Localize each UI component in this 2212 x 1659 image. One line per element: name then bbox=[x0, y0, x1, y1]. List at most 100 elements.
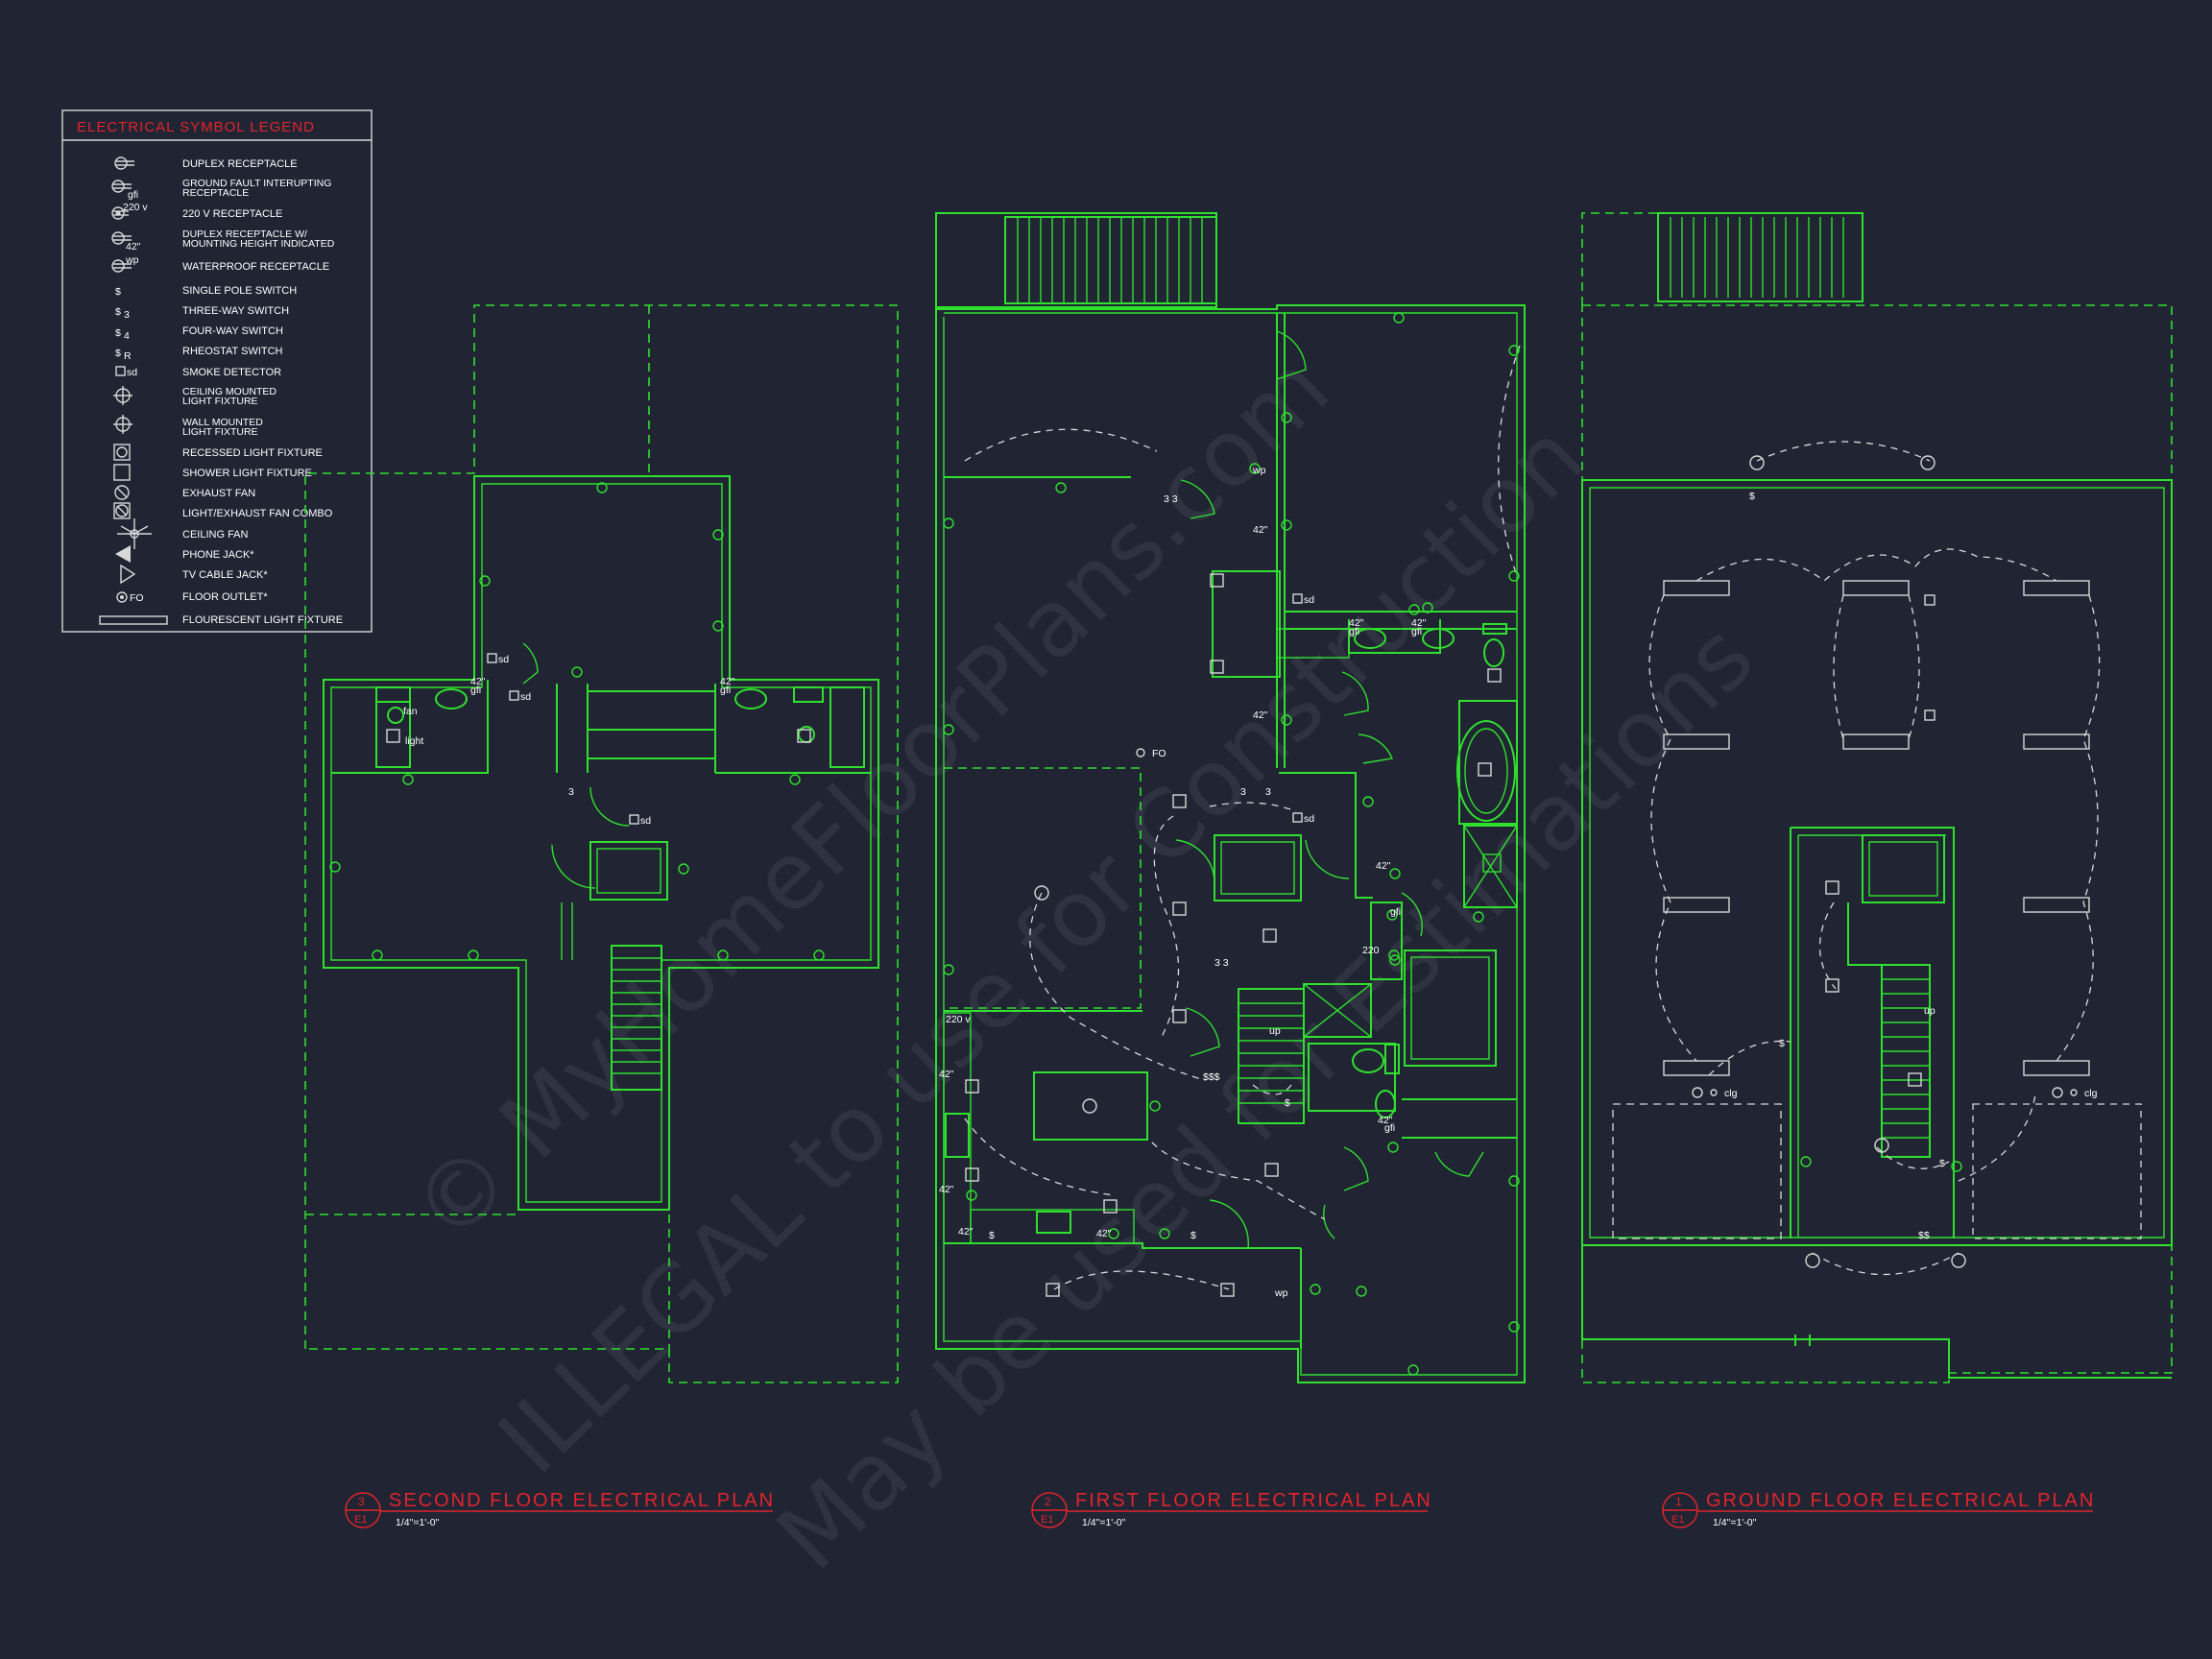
legend-label: RECESSED LIGHT FIXTURE bbox=[182, 447, 323, 459]
svg-text:42": 42" bbox=[939, 1184, 954, 1195]
svg-text:wp: wp bbox=[1274, 1287, 1288, 1299]
plan-scale: 1/4"=1'-0" bbox=[1082, 1517, 1126, 1528]
phone-jack-icon bbox=[115, 545, 131, 563]
svg-text:42": 42" bbox=[1253, 709, 1268, 721]
svg-text:1: 1 bbox=[1675, 1495, 1682, 1508]
legend-label: DUPLEX RECEPTACLE W/ bbox=[182, 228, 307, 240]
single-pole-switch-icon: $ bbox=[115, 286, 121, 298]
legend-label: FOUR-WAY SWITCH bbox=[182, 325, 283, 337]
svg-text:$: $ bbox=[1939, 1158, 1945, 1169]
svg-text:sd: sd bbox=[640, 815, 651, 827]
svg-text:sd: sd bbox=[498, 654, 509, 665]
svg-text:42": 42" bbox=[1096, 1228, 1112, 1239]
svg-text:sd: sd bbox=[1304, 594, 1314, 606]
ground-floor-plan: $ $ up $$ $ clg clg bbox=[1581, 212, 2173, 1383]
svg-text:42": 42" bbox=[958, 1226, 974, 1238]
legend-label: THREE-WAY SWITCH bbox=[182, 305, 289, 317]
fluorescent-light-icon bbox=[99, 615, 168, 625]
legend-label: SMOKE DETECTOR bbox=[182, 367, 281, 378]
exhaust-fan-icon bbox=[114, 485, 130, 500]
svg-text:$: $ bbox=[115, 306, 121, 318]
legend-label: FLOURESCENT LIGHT FIXTURE bbox=[182, 614, 343, 626]
svg-text:3 3: 3 3 bbox=[1214, 957, 1229, 969]
svg-text:E1: E1 bbox=[1041, 1514, 1053, 1526]
svg-text:42": 42" bbox=[1349, 617, 1364, 629]
wall-light-icon bbox=[113, 415, 132, 434]
svg-text:sd: sd bbox=[1304, 813, 1314, 825]
svg-text:2: 2 bbox=[1045, 1495, 1051, 1508]
receptacles bbox=[1800, 1156, 1962, 1172]
legend-label: WATERPROOF RECEPTACLE bbox=[182, 261, 329, 273]
svg-text:E1: E1 bbox=[1671, 1514, 1684, 1526]
second-floor-plan: sd sd sd fan light 42" gfi 42" gfi 3 bbox=[304, 304, 899, 1383]
mounting-height-receptacle-icon: 42" bbox=[111, 231, 141, 252]
legend-label: DUPLEX RECEPTACLE bbox=[182, 158, 298, 170]
svg-text:$: $ bbox=[1190, 1230, 1196, 1241]
svg-text:up: up bbox=[1924, 1005, 1936, 1017]
svg-text:4: 4 bbox=[124, 330, 130, 342]
ceiling-fan-icon bbox=[117, 518, 152, 549]
watermark: © MyHomeFloorPlans.com ILLEGAL to use fo… bbox=[392, 334, 1773, 1591]
svg-text:3: 3 bbox=[1265, 786, 1271, 798]
svg-text:42": 42" bbox=[939, 1069, 954, 1080]
legend-label: EXHAUST FAN bbox=[182, 488, 255, 499]
svg-text:wp: wp bbox=[125, 254, 139, 266]
plan-title: SECOND FLOOR ELECTRICAL PLAN bbox=[389, 1490, 775, 1511]
svg-text:gfi: gfi bbox=[470, 685, 481, 696]
receptacles bbox=[943, 312, 1520, 1376]
rheostat-switch-icon: $R bbox=[115, 348, 132, 362]
gfi-receptacle-icon: gfi bbox=[111, 180, 138, 201]
svg-text:FO: FO bbox=[1152, 748, 1166, 759]
svg-text:3: 3 bbox=[1240, 786, 1246, 798]
220v-receptacle-icon: 220 v bbox=[111, 202, 148, 220]
legend-label: CEILING MOUNTED bbox=[182, 386, 276, 397]
smoke-detector-icon: sd bbox=[115, 366, 137, 378]
svg-text:$: $ bbox=[115, 286, 121, 298]
wall-lights bbox=[1749, 455, 1966, 1268]
waterproof-receptacle-icon: wp bbox=[111, 254, 139, 273]
svg-text:$: $ bbox=[1749, 491, 1755, 502]
plan-title-first-floor: 2 E1 FIRST FLOOR ELECTRICAL PLAN 1/4"=1'… bbox=[1031, 1490, 1432, 1528]
svg-text:$: $ bbox=[1285, 1097, 1290, 1109]
svg-text:220 v: 220 v bbox=[946, 1014, 971, 1025]
plan-title-second-floor: 3 E1 SECOND FLOOR ELECTRICAL PLAN 1/4"=1… bbox=[345, 1490, 775, 1528]
svg-text:220: 220 bbox=[1362, 945, 1380, 956]
svg-text:$$$: $$$ bbox=[1203, 1071, 1220, 1083]
svg-text:light: light bbox=[405, 735, 423, 747]
annotations: $ $ up $$ $ clg clg bbox=[1692, 491, 2098, 1241]
plan-scale: 1/4"=1'-0" bbox=[396, 1517, 440, 1528]
svg-text:$: $ bbox=[989, 1230, 995, 1241]
plan-title: FIRST FLOOR ELECTRICAL PLAN bbox=[1075, 1490, 1432, 1511]
legend-label: SHOWER LIGHT FIXTURE bbox=[182, 468, 312, 479]
svg-text:42": 42" bbox=[1411, 617, 1427, 629]
legend-label: CEILING FAN bbox=[182, 529, 249, 541]
svg-text:E1: E1 bbox=[354, 1514, 367, 1526]
legend-label: LIGHT/EXHAUST FAN COMBO bbox=[182, 508, 333, 519]
duplex-receptacle-icon bbox=[114, 156, 134, 170]
legend-title: ELECTRICAL SYMBOL LEGEND bbox=[77, 119, 315, 135]
svg-text:sd: sd bbox=[520, 691, 531, 703]
svg-text:42": 42" bbox=[1253, 524, 1268, 536]
smoke-detectors: sd sd sd bbox=[487, 653, 651, 827]
svg-text:3: 3 bbox=[358, 1495, 365, 1508]
shower-light-icon bbox=[113, 464, 131, 481]
floor-outlet-icon: FO bbox=[116, 591, 144, 604]
legend-label: TV CABLE JACK* bbox=[182, 569, 268, 581]
svg-text:gfi: gfi bbox=[1384, 1122, 1395, 1134]
ceiling-lights bbox=[1034, 885, 1097, 1114]
legend-label: RHEOSTAT SWITCH bbox=[182, 346, 283, 357]
svg-text:$: $ bbox=[115, 348, 121, 359]
first-floor-plan: 3 3 42" 42" wp sd 42" gfi 42" gfi FO 3 3… bbox=[935, 212, 1526, 1383]
legend-label: RECEPTACLE bbox=[182, 187, 249, 199]
svg-text:42": 42" bbox=[720, 676, 735, 687]
legend-label: LIGHT FIXTURE bbox=[182, 396, 258, 407]
recessed-lights bbox=[1825, 594, 1936, 1087]
svg-text:clg: clg bbox=[1724, 1088, 1738, 1099]
tv-cable-jack-icon bbox=[120, 564, 136, 585]
light-fan-combo-icon bbox=[113, 502, 131, 519]
svg-text:$$: $$ bbox=[1918, 1230, 1930, 1241]
svg-text:up: up bbox=[1269, 1025, 1281, 1037]
legend-label: GROUND FAULT INTERUPTING bbox=[182, 178, 331, 189]
svg-text:gfi: gfi bbox=[1411, 626, 1422, 637]
